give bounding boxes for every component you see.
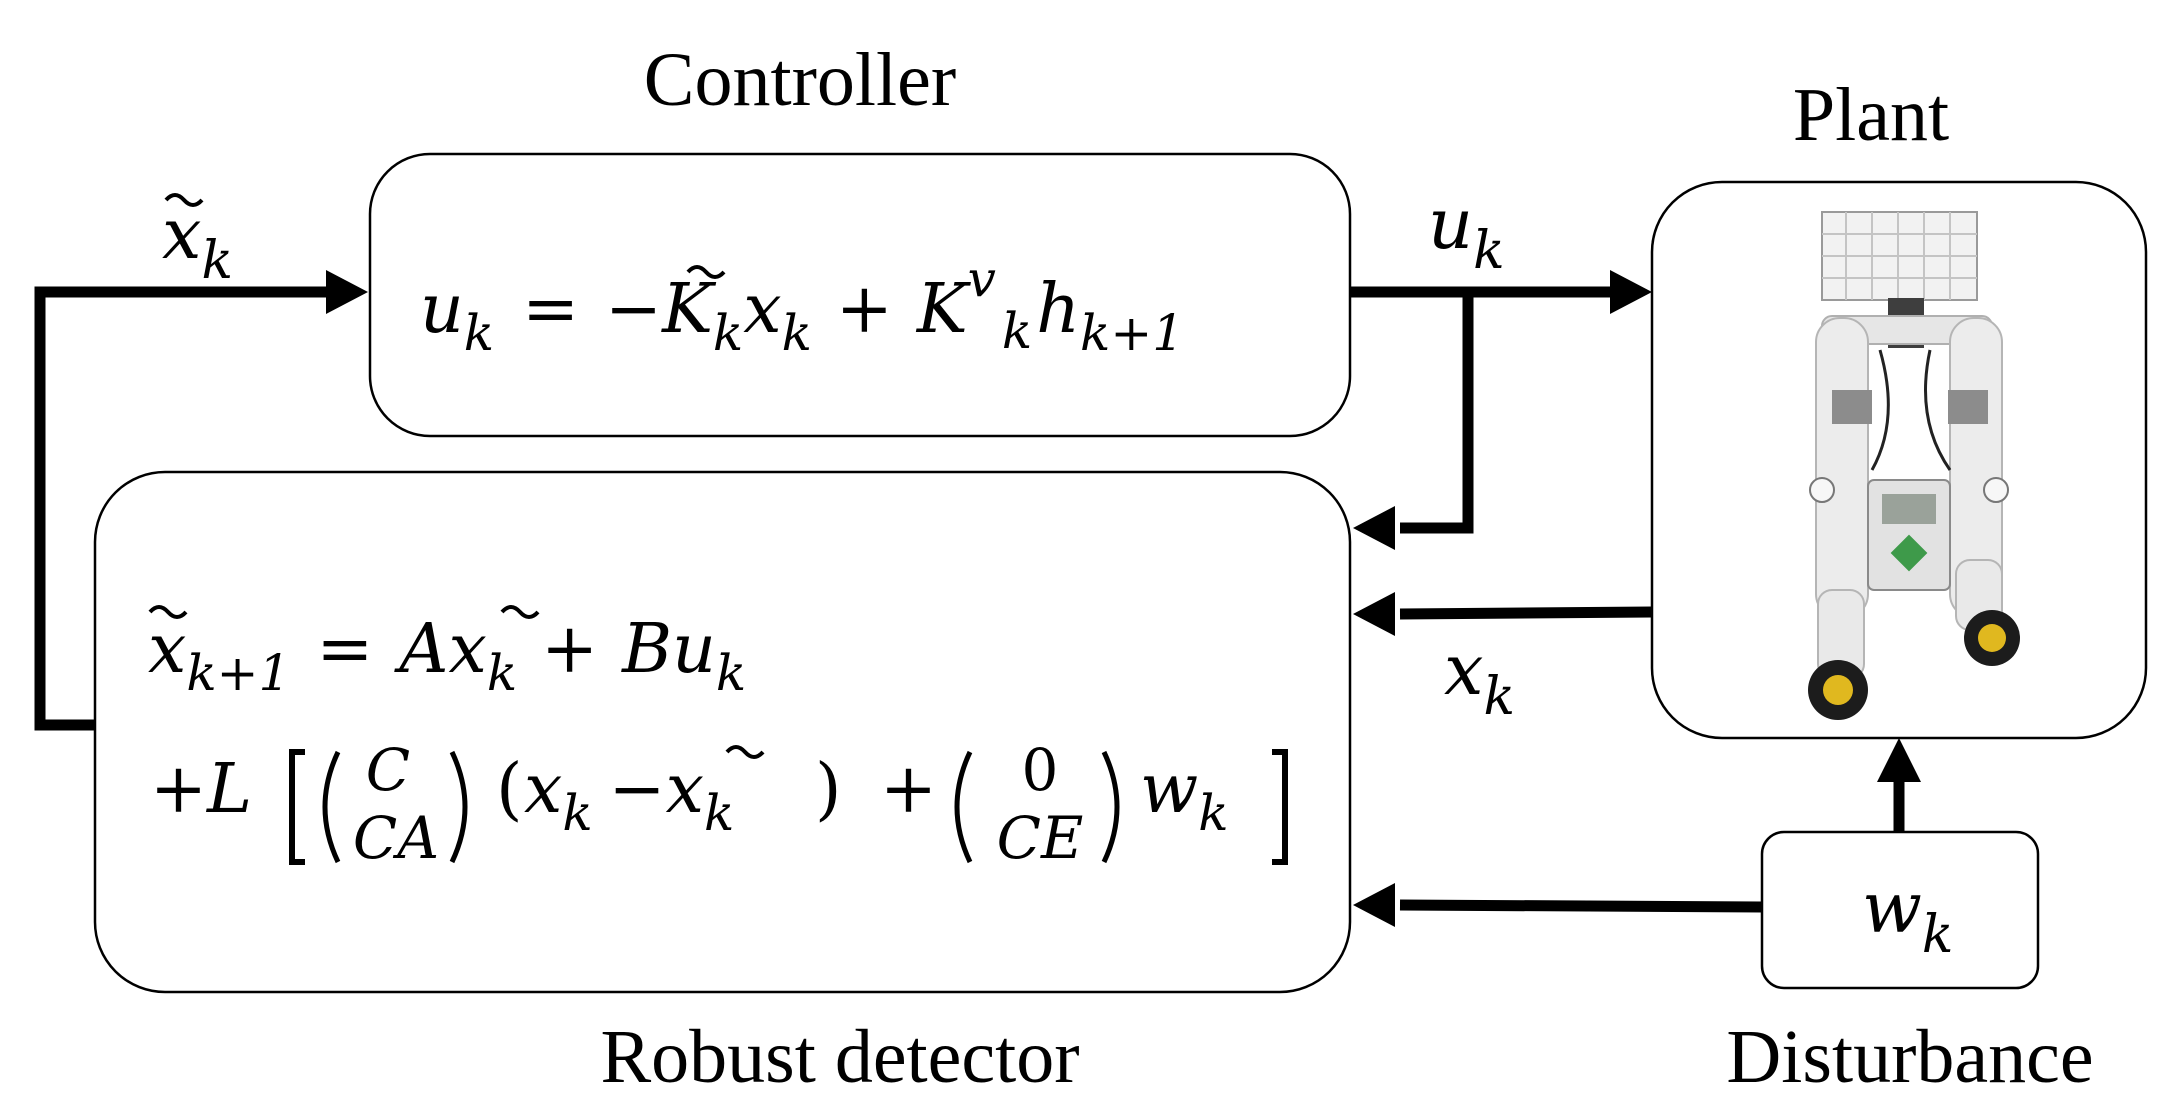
robot-joint-disc <box>1809 477 1835 503</box>
right-bracket <box>1272 749 1288 865</box>
signal-wires <box>34 270 1921 927</box>
difference-term: xk−xk <box>524 750 734 842</box>
plant-block <box>1650 180 2148 740</box>
controller-equation: uk=−Kkxk+Kvkhk+1 <box>420 250 1184 362</box>
matrix-c: C <box>366 736 410 804</box>
plant-box <box>1650 180 2148 740</box>
left-paren <box>322 750 341 864</box>
x-tilde-signal-label: xk <box>162 193 233 291</box>
right-paren <box>449 750 468 864</box>
detector-box <box>93 470 1352 994</box>
robot-left-limb <box>1815 317 1869 619</box>
x-tilde-term: x <box>743 270 781 349</box>
gain-term: +L <box>150 750 252 829</box>
w-to-detector-wire <box>1399 899 1763 913</box>
disturbance-box <box>1760 830 2040 990</box>
tilde-mark <box>725 745 765 759</box>
tilde-mark <box>164 193 204 207</box>
basket-grid <box>1822 212 1977 300</box>
tilde-mark <box>686 265 726 279</box>
robot-right-hub <box>1978 624 2006 652</box>
detector-block: xk+1=Axk+Buk +L C CA ( xk−xk ) + 0 CE <box>93 470 1352 994</box>
x-signal-label: xk <box>1444 629 1515 727</box>
detector-equation-line1: xk+1=Axk+Buk <box>148 610 746 702</box>
w-to-plant-arrowhead <box>1877 738 1921 782</box>
robot-screen <box>1882 494 1936 524</box>
robot-joint <box>1948 390 1988 424</box>
disturbance-title: Disturbance <box>1726 1015 2093 1099</box>
detector-title: Robust detector <box>600 1015 1079 1099</box>
u-arrowhead <box>1610 270 1652 314</box>
plus-sign: + <box>880 750 937 829</box>
controller-block: uk=−Kkxk+Kvkhk+1 <box>368 152 1352 438</box>
w-signal-label: wk <box>1862 867 1953 965</box>
disturbance-term: wk <box>1140 750 1229 842</box>
w-to-detector-arrowhead <box>1353 883 1395 927</box>
x-tilde-feedback-wire <box>34 286 328 731</box>
right-paren <box>1101 750 1120 864</box>
robot-cable <box>1924 349 1952 471</box>
left-bracket <box>289 749 305 865</box>
robot-button <box>1890 534 1928 572</box>
x-wire <box>1399 606 1653 620</box>
detector-equation-line2: +L C CA ( xk−xk ) + 0 CE wk <box>150 736 1288 872</box>
robot-joint <box>1832 390 1872 424</box>
robot-cable <box>1870 349 1890 471</box>
x-tilde-arrowhead <box>326 270 368 314</box>
matrix-ca: CA <box>353 804 439 872</box>
disturbance-block: wk <box>1760 830 2040 990</box>
x-arrowhead <box>1353 592 1395 636</box>
difference-open-paren: ( <box>496 750 523 829</box>
robot-left-hub <box>1823 675 1853 705</box>
legged-wheeled-robot-photo <box>1808 211 2020 720</box>
left-paren <box>954 750 973 864</box>
controller-box <box>368 152 1352 438</box>
difference-close-paren: ) <box>815 750 842 829</box>
matrix-ce: CE <box>997 804 1084 872</box>
plant-title: Plant <box>1793 73 1949 157</box>
robot-joint-disc <box>1983 477 2009 503</box>
signal-labels: xk uk xk <box>162 183 1515 727</box>
tilde-mark <box>148 605 188 619</box>
tilde-mark <box>500 605 540 619</box>
u-branch-wire <box>1400 292 1474 534</box>
u-branch-arrowhead <box>1353 506 1395 550</box>
u-signal-label: uk <box>1428 183 1505 281</box>
controller-title: Controller <box>644 38 956 122</box>
matrix-zero: 0 <box>1022 736 1059 804</box>
